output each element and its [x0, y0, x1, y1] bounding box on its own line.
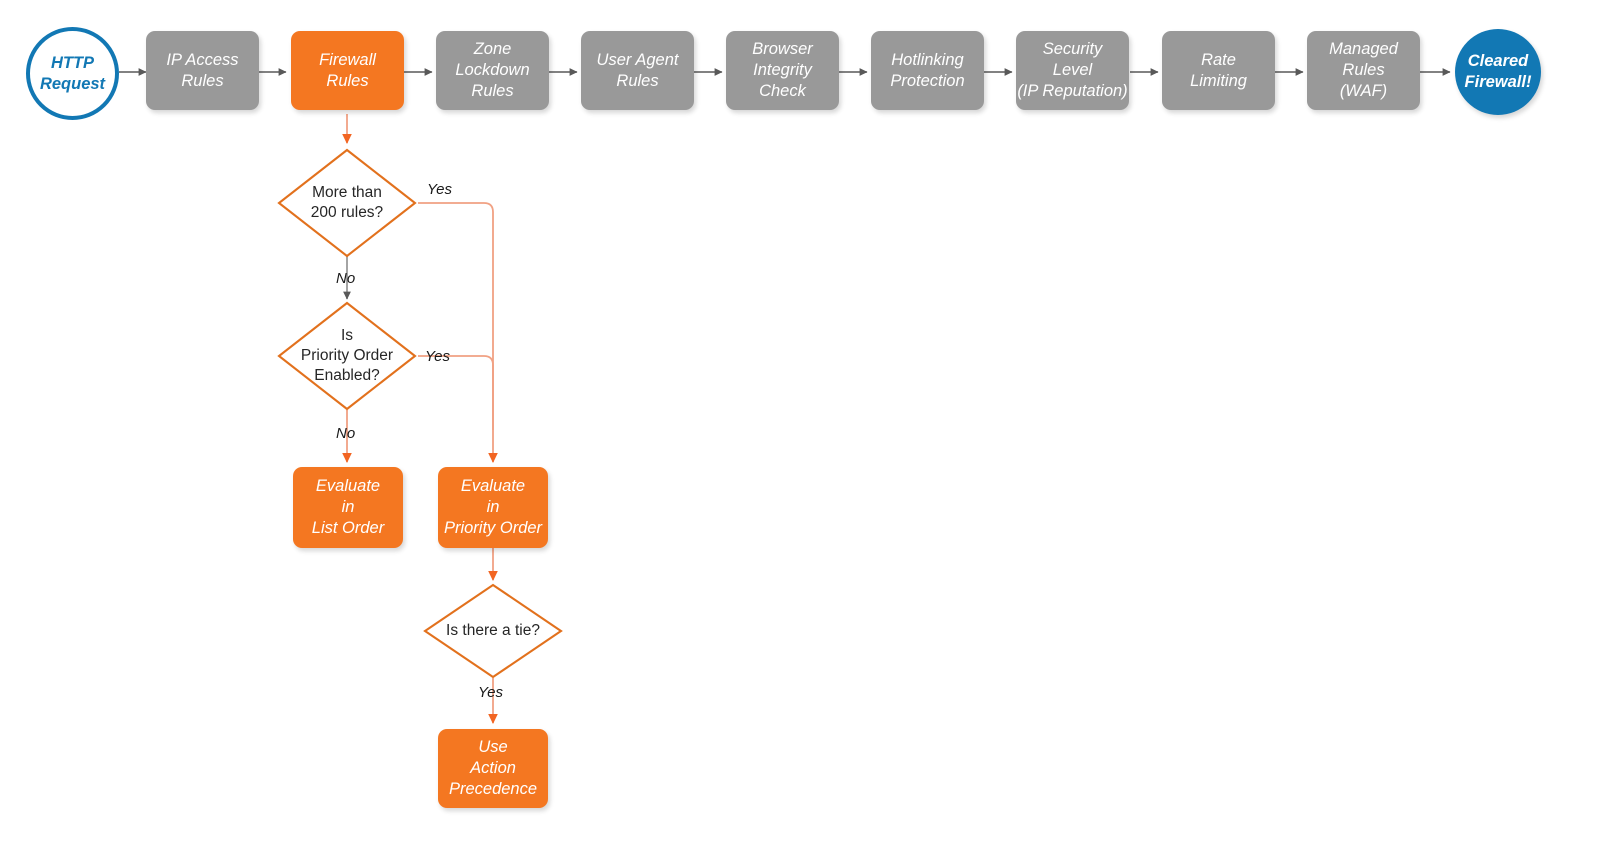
decision-more-than-200-rules-label: More than 200 rules? — [310, 184, 384, 221]
node-rate-limiting[interactable]: Rate Limiting — [1162, 31, 1275, 110]
node-user-agent-rules-label: User Agent Rules — [596, 50, 679, 90]
decision-priority-order-enabled[interactable]: Is Priority Order Enabled? — [277, 301, 417, 411]
node-zone-lockdown-rules[interactable]: Zone Lockdown Rules — [436, 31, 549, 110]
node-evaluate-priority-order-label: Evaluate in Priority Order — [443, 477, 543, 537]
edge-rulecount-yes — [418, 202, 498, 463]
node-security-level[interactable]: Security Level (IP Reputation) — [1016, 31, 1129, 110]
node-security-level-label: Security Level (IP Reputation) — [1017, 40, 1128, 100]
decision-priority-order-enabled-label: Is Priority Order Enabled? — [300, 327, 394, 384]
node-firewall-rules-label: Firewall Rules — [319, 50, 376, 90]
node-evaluate-priority-order[interactable]: Evaluate in Priority Order — [438, 467, 548, 548]
decision-connectors — [342, 114, 498, 724]
node-use-action-precedence-label: Use Action Precedence — [448, 738, 538, 798]
node-evaluate-list-order[interactable]: Evaluate in List Order — [293, 467, 403, 548]
node-hotlinking-protection-label: Hotlinking Protection — [890, 50, 965, 90]
edge-label-priority-yes: Yes — [425, 348, 451, 365]
node-rate-limiting-label: Rate Limiting — [1190, 50, 1247, 90]
node-firewall-rules[interactable]: Firewall Rules — [291, 31, 404, 110]
node-http-request-label: HTTP Request — [39, 53, 106, 93]
node-ip-access-rules[interactable]: IP Access Rules — [146, 31, 259, 110]
decision-more-than-200-rules[interactable]: More than 200 rules? — [277, 148, 417, 258]
decision-is-there-a-tie[interactable]: Is there a tie? — [423, 583, 563, 679]
diamond-shape — [277, 148, 417, 258]
node-cleared-firewall-label: Cleared Firewall! — [1464, 52, 1532, 91]
node-user-agent-rules[interactable]: User Agent Rules — [581, 31, 694, 110]
diamond-shape — [277, 301, 417, 411]
node-managed-rules-waf-label: Managed Rules (WAF) — [1329, 40, 1398, 100]
node-browser-integrity-check-label: Browser Integrity Check — [752, 40, 813, 100]
edge-label-rulecount-yes: Yes — [427, 181, 453, 198]
node-use-action-precedence[interactable]: Use Action Precedence — [438, 729, 548, 808]
edge-label-priority-no: No — [336, 425, 356, 442]
node-ip-access-rules-label: IP Access Rules — [166, 50, 239, 90]
edge-priority-yes — [418, 355, 494, 430]
diamond-shape — [423, 583, 563, 679]
node-zone-lockdown-rules-label: Zone Lockdown Rules — [455, 40, 530, 100]
node-evaluate-list-order-label: Evaluate in List Order — [311, 477, 385, 537]
node-browser-integrity-check[interactable]: Browser Integrity Check — [726, 31, 839, 110]
node-cleared-firewall[interactable]: Cleared Firewall! — [1455, 29, 1541, 115]
node-http-request[interactable]: HTTP Request — [26, 27, 119, 120]
edge-label-rulecount-no: No — [336, 270, 356, 287]
node-managed-rules-waf[interactable]: Managed Rules (WAF) — [1307, 31, 1420, 110]
decision-is-there-a-tie-label: Is there a tie? — [446, 622, 540, 639]
edge-label-tie-yes: Yes — [478, 684, 504, 701]
node-hotlinking-protection[interactable]: Hotlinking Protection — [871, 31, 984, 110]
